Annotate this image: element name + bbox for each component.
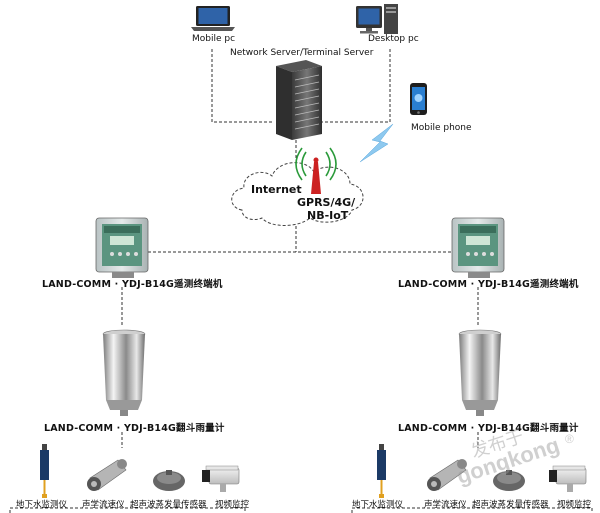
right-sensor-label-camera: 视频监控 <box>557 500 592 510</box>
right-velocity-meter-icon <box>427 459 467 491</box>
antenna-icon <box>295 147 337 194</box>
network-label-line2: NB-IoT <box>307 209 349 222</box>
mobile-phone-label: Mobile phone <box>411 123 472 133</box>
desktop-pc-label: Desktop pc <box>368 34 419 44</box>
right-gauge-label: LAND-COMM · YDJ-B14G翻斗雨量计 <box>398 423 579 434</box>
left-terminal-label: LAND-COMM · YDJ-B14G遥测终端机 <box>42 279 223 290</box>
left-sensor-label-velocity: 声学流速仪 <box>82 500 125 510</box>
right-sensor-label-groundwater: 地下水监测仪 <box>352 500 404 510</box>
right-terminal-unit <box>451 217 505 278</box>
right-sensor-label-evaporation: 超声波蒸发量传感器 <box>472 500 549 510</box>
server-label: Network Server/Terminal Server <box>230 48 374 58</box>
left-rain-gauge <box>102 329 146 416</box>
laptop-icon <box>191 6 235 31</box>
left-terminal-unit <box>95 217 149 278</box>
lightning-icon <box>359 123 394 163</box>
connection-lines <box>9 49 593 513</box>
left-evaporation-sensor-icon <box>153 470 185 491</box>
line-server-mobile-pc <box>211 49 272 123</box>
internet-label: Internet <box>251 183 302 196</box>
right-sensor-label-velocity: 声学流速仪 <box>424 500 467 510</box>
right-terminal-label: LAND-COMM · YDJ-B14G遥测终端机 <box>398 279 579 290</box>
left-sensor-label-camera: 视频监控 <box>215 500 250 510</box>
right-rain-gauge <box>458 329 502 416</box>
server-icon <box>276 60 322 140</box>
left-gauge-label: LAND-COMM · YDJ-B14G翻斗雨量计 <box>44 423 225 434</box>
left-sensor-label-evaporation: 超声波蒸发量传感器 <box>130 500 207 510</box>
watermark-mark: ® <box>565 432 574 446</box>
right-evaporation-sensor-icon <box>493 470 525 491</box>
left-velocity-meter-icon <box>87 459 127 491</box>
mobile-pc-label: Mobile pc <box>192 34 236 44</box>
line-server-desktop-pc <box>322 49 391 123</box>
left-sensor-label-groundwater: 地下水监测仪 <box>16 500 68 510</box>
right-camera-icon <box>549 465 587 492</box>
network-label-line1: GPRS/4G/ <box>297 196 356 209</box>
line-left-sensor-group <box>9 507 246 513</box>
right-groundwater-sensor-icon <box>377 444 386 498</box>
line-right-sensor-group <box>351 507 593 513</box>
left-camera-icon <box>202 465 240 492</box>
desktop-pc-icon <box>356 4 398 34</box>
mobile-phone-icon <box>410 83 427 115</box>
left-groundwater-sensor-icon <box>40 444 49 498</box>
